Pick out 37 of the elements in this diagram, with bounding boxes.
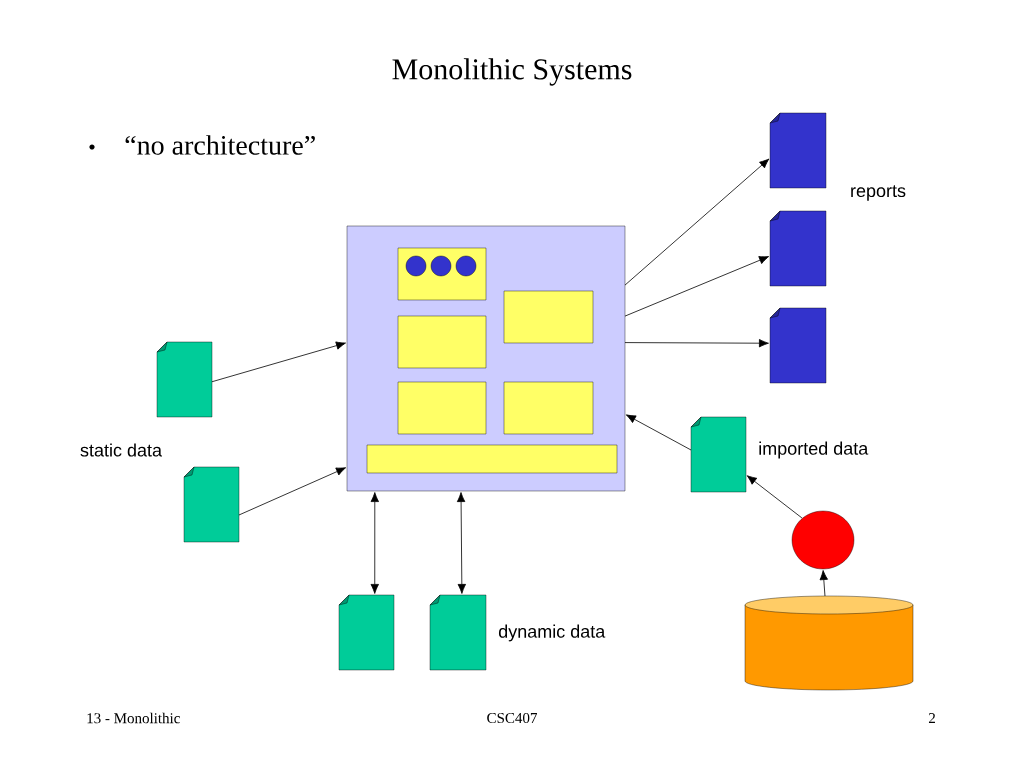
dot	[455, 255, 477, 277]
label: “no architecture”	[125, 135, 315, 155]
beside-label: dynamic data	[498, 624, 606, 642]
arrow	[456, 492, 466, 594]
arrow	[624, 339, 769, 348]
arrow	[746, 475, 803, 519]
dot	[430, 255, 452, 277]
database-cylinder	[744, 595, 914, 691]
report-document	[769, 210, 827, 287]
dot	[405, 255, 427, 277]
data-document	[183, 466, 240, 543]
data-document	[690, 416, 747, 493]
arrow	[211, 341, 346, 383]
data-document	[338, 594, 395, 671]
arrow	[625, 414, 692, 451]
module-bar	[366, 444, 618, 474]
arrow	[819, 570, 828, 597]
label: reports	[851, 185, 906, 201]
data-document	[156, 341, 213, 418]
arrow	[624, 158, 770, 286]
label: 13 - Monolithic	[87, 712, 180, 724]
module-box	[397, 315, 487, 369]
module-box	[503, 381, 594, 435]
report-document	[769, 307, 827, 384]
beside-label: imported data	[759, 441, 869, 459]
arrow	[370, 492, 379, 594]
title: Monolithic Systems	[392, 58, 632, 86]
label: 2	[928, 713, 935, 723]
module-box	[397, 381, 487, 435]
label: static data	[80, 443, 162, 457]
label: CSC407	[487, 712, 537, 724]
arrow	[238, 467, 346, 516]
report-document	[769, 112, 827, 189]
process-circle	[791, 510, 855, 570]
module-box	[503, 290, 594, 344]
data-document	[429, 594, 487, 671]
arrow	[624, 256, 769, 317]
